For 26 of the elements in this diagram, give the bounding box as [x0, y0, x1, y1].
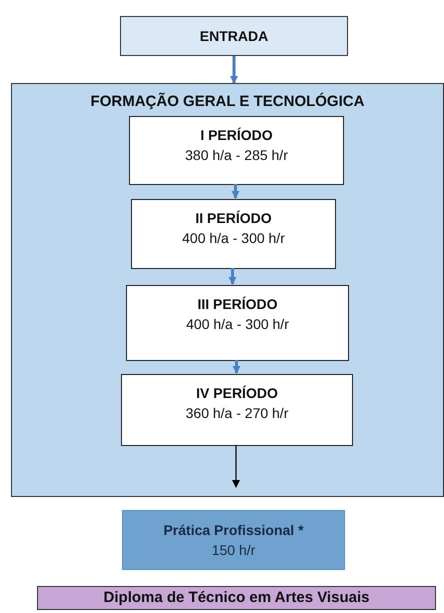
hours-text: 400 h/a - 300 h/r [186, 315, 289, 334]
arrow [232, 445, 240, 488]
process-box [129, 116, 344, 185]
process-box [37, 586, 436, 610]
box-heading: IV PERÍODO [196, 384, 278, 403]
arrow [230, 56, 238, 84]
group-panel [11, 83, 444, 497]
arrow [228, 268, 236, 285]
box-heading: Prática Profissional * [163, 521, 304, 540]
process-box [126, 285, 349, 361]
process-box [120, 16, 348, 56]
box-heading: II PERÍODO [195, 209, 272, 228]
arrow [232, 360, 240, 374]
box-heading: ENTRADA [200, 27, 268, 46]
hours-text: 360 h/a - 270 h/r [186, 404, 288, 423]
box-heading: I PERÍODO [200, 126, 273, 145]
box-heading: FORMAÇÃO GERAL E TECNOLÓGICA [90, 92, 364, 112]
hours-text: 380 h/a - 285 h/r [185, 146, 288, 165]
process-box [121, 374, 353, 446]
box-heading: Diploma de Técnico em Artes Visuais [104, 588, 370, 608]
process-box [131, 199, 336, 269]
hours-text: 150 h/r [212, 541, 256, 560]
arrow [232, 184, 240, 199]
process-box [122, 510, 345, 570]
box-heading: III PERÍODO [197, 295, 278, 314]
hours-text: 400 h/a - 300 h/r [182, 229, 285, 248]
